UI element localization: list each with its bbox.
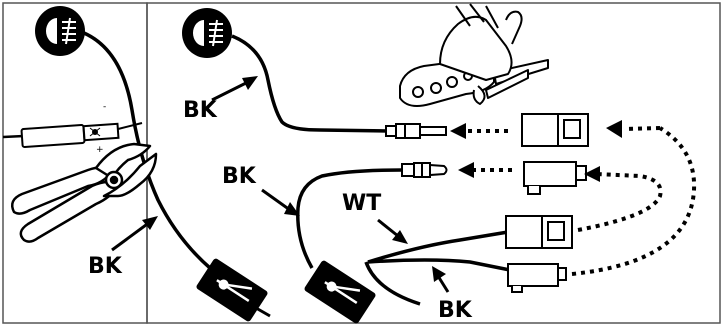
test-light-probe-icon [2,122,143,149]
spade-terminal [385,123,447,139]
fog-lamp-icon [182,8,232,58]
mid-bk-arrow [261,188,291,212]
pliers-icon [11,142,158,243]
dotted-curve-inner [577,172,663,232]
bottom-bk-arrowhead [432,266,446,282]
connector-housing-bottom [505,215,573,249]
bk-wire-bottom [364,261,421,306]
top-bk-wire [231,34,389,133]
dotted-curve-outer [571,126,697,276]
connector-housing-top [521,113,589,147]
probe-mark-minus: - [103,102,106,112]
wt-label: WT [342,191,381,216]
bullet-terminal [401,162,448,178]
left-bk-label: BK [88,254,123,279]
wt-arrowhead [392,230,408,244]
mid-bk-label: BK [222,164,257,189]
top-bk-arrowhead [242,76,258,90]
dotted-curve-outer-head [606,120,622,138]
dotted-arrowhead-top [450,123,466,139]
left-bk-arrowhead [142,216,158,230]
top-bk-arrow [211,80,249,102]
mid-bk-arrowhead [284,202,300,216]
dotted-arrowhead-mid [458,162,474,178]
probe-mark-plus: + [96,145,104,155]
top-bk-label: BK [183,98,218,123]
left-bk-wire [83,31,212,270]
connector-socket-mid [523,161,587,195]
left-switch-lead [255,306,271,318]
bottom-bk-arrow [436,275,450,293]
wt-wire-upper [367,230,509,264]
connector-socket-bottom [507,263,567,293]
bottom-bk-label: BK [438,298,473,323]
fog-lamp-icon [35,6,85,56]
mid-bk-wire [296,168,403,269]
crimp-tool-icon [399,3,549,107]
dotted-curve-inner-head [584,166,600,182]
switch-icon [196,258,268,322]
switch-icon [304,260,376,324]
left-bk-arrow [111,220,151,252]
wt-arrow [377,218,399,238]
wt-wire-lower [367,258,511,272]
